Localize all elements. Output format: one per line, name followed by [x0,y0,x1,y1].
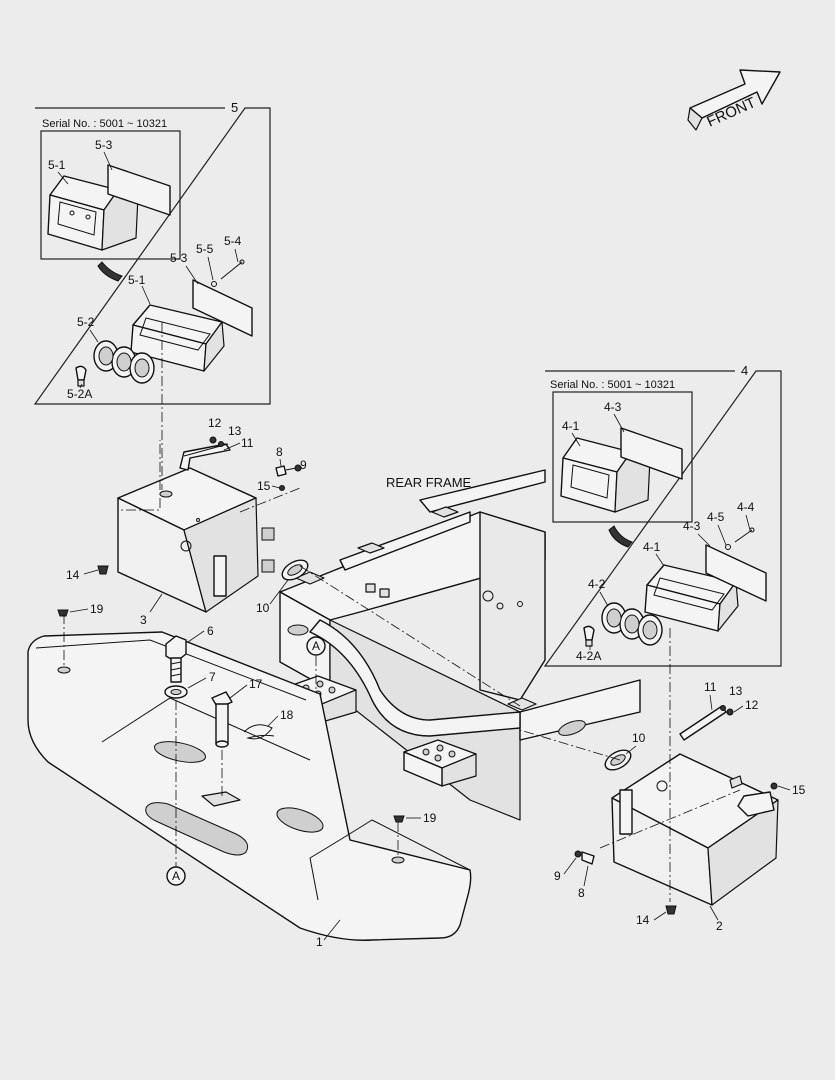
callout-3: 3 [140,613,147,627]
callout-9-right: 9 [554,869,561,883]
section-marker-a-frame-label: A [312,639,320,653]
rear-frame-label: REAR FRAME [386,475,472,490]
clip-right [726,708,734,716]
section-marker-a-counterweight-label: A [172,869,180,883]
detail-5-inset-serial: Serial No. : 5001 ~ 10321 [42,118,167,130]
detail-box-4: 4 Serial No. : 5001 ~ 10321 4-1 4-3 [543,363,782,667]
counterweight [27,631,472,941]
detail-5-curved-arrow [97,261,123,282]
detail-4-callout: 4 [741,363,748,378]
detail-box-5: 5 Serial No. : 5001 ~ 10321 5-1 5-3 [33,100,271,405]
detail-5-license-plate [192,279,253,337]
cap-left [57,609,69,617]
callout-19-left: 19 [90,602,104,616]
section-marker-a-frame: A [306,636,326,656]
detail-5-lamp-lens [93,340,155,384]
callout-12-right: 12 [745,698,759,712]
tool-box-left [117,440,275,613]
callout-15-right: 15 [792,783,806,797]
detail-5-inset-lamp-housing [47,164,171,251]
detail-4-label-4-1: 4-1 [643,540,661,554]
callout-15-left: 15 [257,479,271,493]
callout-6: 6 [207,624,214,638]
bolt [165,635,187,683]
spring-clip [243,724,275,740]
grommet-left [281,559,309,581]
detail-5-callout: 5 [231,100,238,115]
detail-4-screw [725,527,755,550]
drain-plug-left [97,565,109,575]
detail-5-label-5-1: 5-1 [128,273,146,287]
rear-frame: REAR FRAME [279,469,641,821]
cap-right [393,815,405,823]
detail-5-bulb [75,365,87,387]
callout-8-right: 8 [578,886,585,900]
grommet-right [604,749,632,771]
center-lines [63,322,741,902]
detail-4-curved-arrow [608,525,633,548]
washer [164,685,188,699]
detail-5-label-5-4: 5-4 [224,234,242,248]
callout-1: 1 [316,935,323,949]
callout-14-right: 14 [636,913,650,927]
callout-9-left: 9 [300,458,307,472]
detail-4-inset-label-4-3: 4-3 [604,400,622,414]
front-arrow: FRONT [687,69,781,131]
detail-4-inset-lamp-housing [560,427,683,513]
detail-4-label-4-3: 4-3 [683,519,701,533]
detail-5-inset-label-5-1: 5-1 [48,158,66,172]
callout-2: 2 [716,919,723,933]
callout-10-left: 10 [256,601,270,615]
detail-4-inset-label-4-1: 4-1 [562,419,580,433]
detail-5-label-5-2: 5-2 [77,315,95,329]
drain-plug-right [665,905,677,915]
callout-13-left: 13 [228,424,242,438]
part-callouts: 1 2 3 6 7 8 9 10 11 12 13 14 15 17 18 19… [66,416,806,949]
detail-5-label-5-2a: 5-2A [67,387,92,401]
screw-right [574,850,595,865]
callout-17: 17 [249,677,263,691]
screw-small-left [218,441,224,447]
callout-11-right: 11 [704,680,717,694]
callout-8-left: 8 [276,445,283,459]
frame-support-pad-right [403,739,477,787]
screw-left [275,464,302,477]
screw-small-right [720,705,726,711]
detail-4-label-4-2: 4-2 [588,577,606,591]
detail-4-label-4-4: 4-4 [737,500,755,514]
callout-19-right: 19 [423,811,437,825]
detail-5-lamp-housing [130,304,225,372]
screw15-right [770,782,778,790]
callout-13-right: 13 [729,684,743,698]
detail-4-lamp-housing [644,564,739,632]
detail-5-label-5-5: 5-5 [196,242,214,256]
callout-12-left: 12 [208,416,222,430]
section-marker-a-counterweight: A [166,866,186,886]
detail-5-screw [211,259,245,287]
lift-pin [211,691,233,748]
callout-18: 18 [280,708,294,722]
detail-5-inset-label-5-3: 5-3 [95,138,113,152]
clip-left [209,436,217,444]
detail-5-label-5-3: 5-3 [170,251,188,265]
screw15-left [279,485,285,491]
detail-4-license-plate [705,544,767,602]
detail-4-bulb [583,625,595,647]
tool-box-right [611,705,779,906]
detail-4-label-4-5: 4-5 [707,510,725,524]
callout-14-left: 14 [66,568,80,582]
detail-4-label-4-2a: 4-2A [576,649,601,663]
detail-4-inset-frame [552,391,693,523]
detail-4-lamp-lens [601,602,663,646]
detail-5-inset-frame [40,130,181,260]
callout-7: 7 [209,670,216,684]
callout-10-right: 10 [632,731,646,745]
callout-11-left: 11 [241,436,254,450]
detail-4-inset-serial: Serial No. : 5001 ~ 10321 [550,379,675,391]
